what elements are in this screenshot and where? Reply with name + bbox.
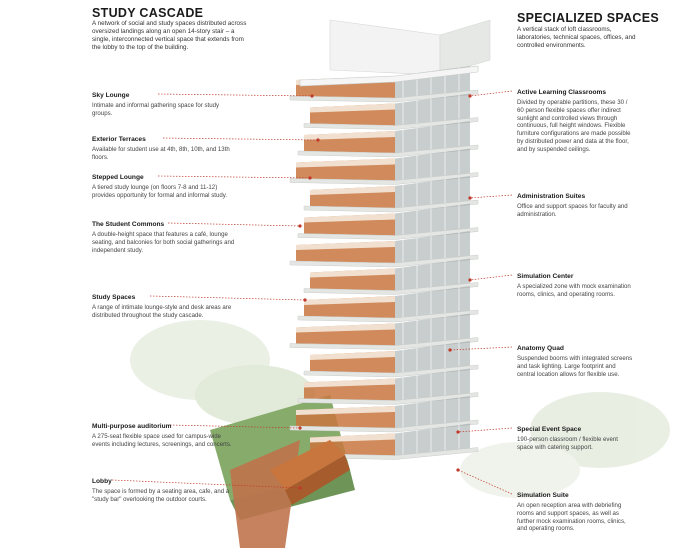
label-simulation-center: Simulation Center A specialized zone wit…: [517, 273, 635, 299]
floor-level: [303, 176, 479, 213]
label-description: 190-person classroom / flexible event sp…: [517, 436, 618, 451]
label-administration-suites: Administration Suites Office and support…: [517, 193, 635, 219]
study-cascade-heading: STUDY CASCADE: [92, 6, 204, 20]
leader-line: [167, 222, 301, 227]
floor-level: [297, 203, 479, 240]
label-lobby: Lobby The space is formed by a seating a…: [92, 478, 240, 504]
label-title: Active Learning Classrooms: [517, 89, 607, 96]
leader-dot: [448, 348, 452, 352]
leader-line: [169, 424, 301, 429]
label-description: The space is formed by a seating area, c…: [92, 488, 230, 503]
leader-line: [457, 469, 513, 495]
leader-dot: [468, 278, 472, 282]
leader-line: [469, 90, 513, 97]
leader-line: [111, 479, 301, 489]
leader-lines: [111, 90, 513, 495]
leader-dot: [308, 176, 312, 180]
leader-dot: [468, 196, 472, 200]
floor-level: [289, 396, 479, 433]
label-title: Stepped Lounge: [92, 174, 144, 181]
leader-dot: [310, 94, 314, 98]
label-sky-lounge: Sky Lounge Intimate and informal gatheri…: [92, 92, 240, 118]
leader-line: [457, 427, 513, 433]
label-description: A specialized zone with mock examination…: [517, 283, 631, 298]
leader-line: [469, 274, 513, 281]
label-stepped-lounge: Stepped Lounge A tiered study lounge (on…: [92, 174, 240, 200]
leader-dot: [316, 138, 320, 142]
leader-line: [449, 346, 513, 351]
label-description: Intimate and informal gathering space fo…: [92, 102, 220, 117]
label-title: Exterior Terraces: [92, 136, 146, 143]
label-exterior-terraces: Exterior Terraces Available for student …: [92, 136, 240, 162]
floor-level: [297, 121, 479, 158]
tower-shaft: [329, 19, 491, 76]
leader-line: [162, 137, 319, 141]
label-active-learning-classrooms: Active Learning Classrooms Divided by op…: [517, 89, 635, 154]
specialized-spaces-intro: A vertical stack of loft classrooms, lab…: [517, 26, 636, 49]
label-description: Divided by operable partitions, these 30…: [517, 99, 631, 153]
label-description: A tiered study lounge (on floors 7-8 and…: [92, 184, 228, 199]
leader-line: [469, 194, 513, 199]
label-title: Simulation Center: [517, 273, 574, 280]
label-description: Available for student use at 4th, 8th, 1…: [92, 146, 230, 161]
leader-dot: [303, 298, 307, 302]
label-description: Office and support spaces for faculty an…: [517, 203, 628, 218]
label-study-spaces: Study Spaces A range of intimate lounge-…: [92, 294, 240, 320]
label-special-event-space: Special Event Space 190-person classroom…: [517, 426, 635, 452]
label-title: Study Spaces: [92, 294, 136, 301]
label-description: Suspended booms with integrated screens …: [517, 355, 633, 378]
label-title: Sky Lounge: [92, 92, 130, 99]
leader-dot: [468, 94, 472, 98]
study-cascade-intro: A network of social and study spaces dis…: [92, 20, 247, 51]
label-student-commons: The Student Commons A double-height spac…: [92, 221, 240, 254]
floor-level: [303, 258, 479, 295]
floor-level: [289, 313, 479, 350]
label-simulation-suite: Simulation Suite An open reception area …: [517, 492, 635, 533]
label-title: Simulation Suite: [517, 492, 569, 499]
leader-dot: [456, 430, 460, 434]
label-description: A double-height space that features a ca…: [92, 231, 235, 254]
label-title: Special Event Space: [517, 426, 582, 433]
label-description: An open reception area with debriefing r…: [517, 502, 626, 533]
floor-level: [303, 93, 479, 130]
label-title: Multi-purpose auditorium: [92, 423, 172, 430]
leader-dot: [298, 486, 302, 490]
entry-stairs: [270, 440, 350, 505]
floor-level: [303, 341, 479, 378]
floor-stack: [289, 65, 479, 460]
label-title: Lobby: [92, 478, 112, 485]
floor-level: [289, 231, 479, 268]
specialized-spaces-heading: SPECIALIZED SPACES: [517, 11, 659, 25]
floor-level: [297, 286, 479, 323]
label-anatomy-quad: Anatomy Quad Suspended booms with integr…: [517, 345, 635, 378]
leader-dot: [298, 224, 302, 228]
label-description: A 275-seat flexible space used for campu…: [92, 433, 232, 448]
floor-level: [297, 368, 479, 405]
label-description: A range of intimate lounge-style and des…: [92, 304, 232, 319]
floor-level: [289, 148, 479, 185]
label-multipurpose-auditorium: Multi-purpose auditorium A 275-seat flex…: [92, 423, 240, 449]
leader-line: [149, 295, 306, 301]
leader-dot: [456, 468, 460, 472]
leader-dot: [298, 426, 302, 430]
label-title: Anatomy Quad: [517, 345, 564, 352]
label-title: Administration Suites: [517, 193, 586, 200]
label-title: The Student Commons: [92, 221, 165, 228]
leader-line: [157, 175, 311, 179]
